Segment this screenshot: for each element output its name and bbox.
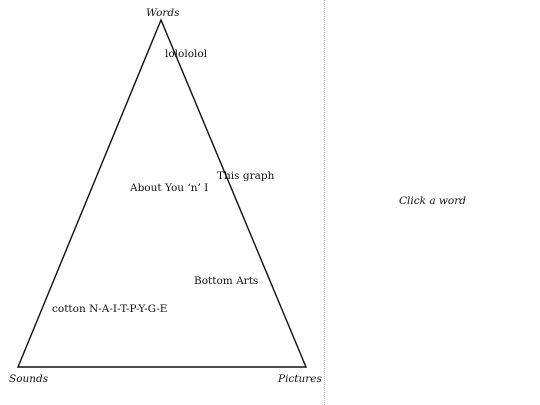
vertex-label-sounds: Sounds xyxy=(9,373,49,385)
triangle-shape xyxy=(16,18,308,368)
vertex-label-pictures: Pictures xyxy=(278,373,322,385)
word-about-you-n-i[interactable]: About You ‘n’ I xyxy=(130,182,209,194)
word-cotton-naitpyge[interactable]: cotton N-A-I-T-P-Y-G-E xyxy=(52,303,168,315)
word-this-graph[interactable]: This graph xyxy=(217,170,275,182)
detail-panel: Click a word xyxy=(325,0,540,405)
vertex-label-words: Words xyxy=(146,7,180,19)
word-lolololol[interactable]: lolololol xyxy=(165,48,208,60)
triangle-outline xyxy=(16,18,308,368)
panel-divider xyxy=(324,0,325,405)
word-bottom-arts[interactable]: Bottom Arts xyxy=(194,275,259,287)
ternary-triangle-diagram: Words Sounds Pictures lolololol This gra… xyxy=(9,7,322,385)
panel-hint-text: Click a word xyxy=(399,195,466,207)
